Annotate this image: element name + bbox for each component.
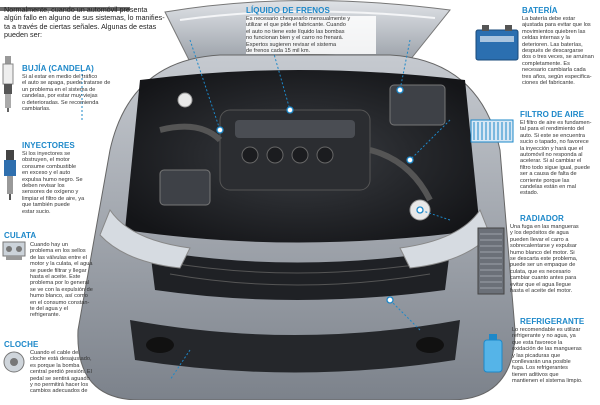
radiador-title: RADIADOR [520,214,564,223]
cylinder-head-icon [2,238,26,267]
filtro-aire-title: FILTRO DE AIRE [520,110,585,119]
injector-icon [2,150,18,205]
filtro-aire-text: El filtro de aire es fundamen- tal para … [520,120,592,197]
intro-line: ta a través de ciertas señales. Algunas … [4,21,157,31]
inyectores-text: Si los inyectores se obstruyen, el motor… [22,151,85,215]
radiador-text: Una fuga en las mangueras y los depósito… [510,224,579,295]
intro-line: Normalmente, cuando un automóvil present… [4,5,148,14]
intro-text: Normalmente, cuando un automóvil present… [4,5,184,40]
coolant-bottle-icon [482,334,504,379]
battery-icon [474,22,520,67]
culata-text: Cuando hay un problema en los sellos de … [30,242,93,319]
culata-title: CULATA [4,231,37,240]
refrigerante-title: REFRIGERANTE [520,317,585,326]
liquido-frenos-title: LÍQUIDO DE FRENOS [246,6,330,15]
spark-plug-icon [2,56,14,117]
bateria-text: La batería debe estar ajustada para evit… [522,16,594,87]
radiator-icon [476,226,506,301]
bujia-title: BUJÍA (CANDELA) [22,64,94,73]
cloche-title: CLOCHE [4,340,39,349]
refrigerante-text: Lo recomendable es utilizar refrigerante… [512,327,583,385]
intro-line: pueden ser: [4,30,42,40]
inyectores-title: INYECTORES [22,141,75,150]
air-filter-icon [470,118,514,149]
intro-line: algún fallo en alguno de sus sistemas, l… [4,13,165,23]
car-engine-illustration [70,0,520,401]
liquido-frenos-text: Es necesario chequearlo mensualmente y u… [246,16,376,55]
bateria-title: BATERÍA [522,6,558,15]
clutch-icon [2,350,26,379]
bujia-text: Si al estar en medio del tráfico el auto… [22,74,111,113]
cloche-text: Cuando el cable del cloche está desajust… [30,350,92,395]
